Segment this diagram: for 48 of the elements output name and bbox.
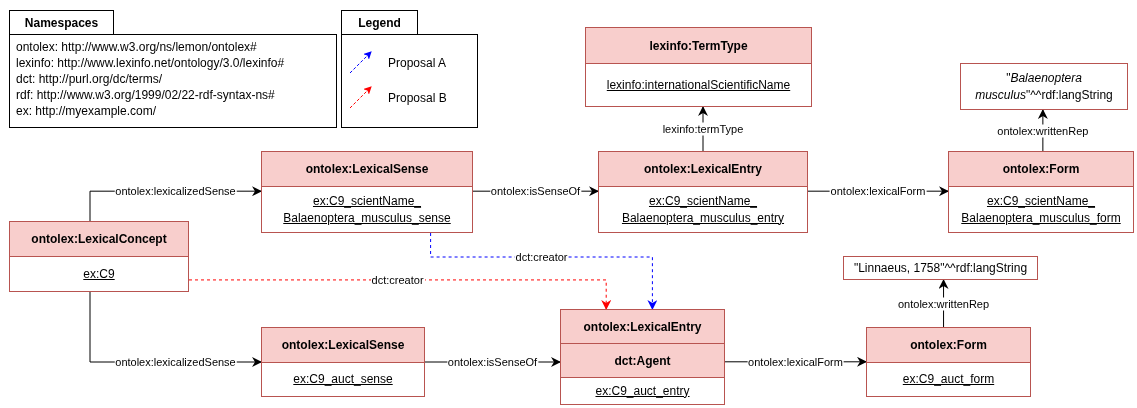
- class-box: [560, 309, 725, 405]
- namespace-line: ex: http://myexample.com/: [16, 103, 157, 119]
- edge-label: ontolex:lexicalizedSense: [114, 184, 237, 198]
- edge-label: ontolex:lexicalForm: [747, 355, 844, 369]
- instance-name: ex:C9: [82, 265, 116, 283]
- instance-name: ex:C9_auct_form: [901, 371, 996, 389]
- legend-title: Legend: [341, 10, 418, 35]
- instance-name: ex:C9_scientName_ Balaenoptera_musculus_entry: [620, 193, 786, 227]
- edge-label: lexinfo:termType: [661, 122, 745, 136]
- class-name: ontolex:LexicalConcept: [10, 222, 188, 257]
- instance-name: ex:C9_auct_sense: [292, 371, 394, 389]
- edge-label: ontolex:lexicalForm: [829, 184, 927, 198]
- class-name: dct:Agent: [561, 344, 724, 378]
- edge-label: ontolex:isSenseOf: [446, 355, 539, 369]
- class-name: ontolex:Form: [867, 328, 1030, 363]
- class-name: ontolex:LexicalEntry: [561, 310, 724, 344]
- class-box: [261, 151, 473, 233]
- namespace-line: rdf: http://www.w3.org/1999/02/22-rdf-syntax-ns#: [16, 87, 275, 103]
- class-box: [9, 221, 189, 292]
- edge-label: ontolex:writtenRep: [897, 297, 991, 310]
- class-box: [866, 327, 1031, 397]
- instance-name: lexinfo:internationalScientificName: [605, 76, 792, 94]
- class-name: ontolex:LexicalSense: [262, 152, 472, 187]
- edge-label: ontolex:lexicalizedSense: [114, 355, 237, 369]
- legend-label: Proposal B: [388, 90, 447, 106]
- namespace-line: dct: http://purl.org/dc/terms/: [16, 71, 163, 87]
- edge-label: dct:creator: [514, 250, 569, 264]
- class-name: lexinfo:TermType: [586, 28, 811, 64]
- edge-label: ontolex:isSenseOf: [489, 184, 582, 198]
- class-box: [948, 151, 1134, 233]
- arrow: [188, 279, 612, 310]
- namespace-line: lexinfo: http://www.lexinfo.net/ontology/3.0/lexinfo#: [16, 55, 285, 71]
- class-box: [261, 327, 425, 397]
- instance-name: ex:C9_scientName_ Balaenoptera_musculus_form: [960, 193, 1122, 227]
- edge-label: dct:creator: [370, 273, 425, 287]
- class-box: [598, 151, 808, 233]
- class-name: ontolex:Form: [949, 152, 1133, 187]
- panel-title: Namespaces: [9, 10, 114, 35]
- literal-box: "Balaenoptera musculus"^^rdf:langString: [960, 63, 1128, 110]
- class-name: ontolex:LexicalEntry: [599, 152, 807, 187]
- instance-name: ex:C9_scientName_ Balaenoptera_musculus_sense: [282, 193, 452, 227]
- literal-box: "Linnaeus, 1758"^^rdf:langString: [843, 256, 1038, 280]
- edge-label: ontolex:writtenRep: [996, 124, 1090, 137]
- instance-name: ex:C9_auct_entry: [594, 382, 691, 400]
- class-name: ontolex:LexicalSense: [262, 328, 424, 363]
- class-box: [585, 27, 812, 107]
- legend-label: Proposal A: [388, 55, 447, 71]
- namespace-line: ontolex: http://www.w3.org/ns/lemon/ontolex#: [16, 39, 257, 55]
